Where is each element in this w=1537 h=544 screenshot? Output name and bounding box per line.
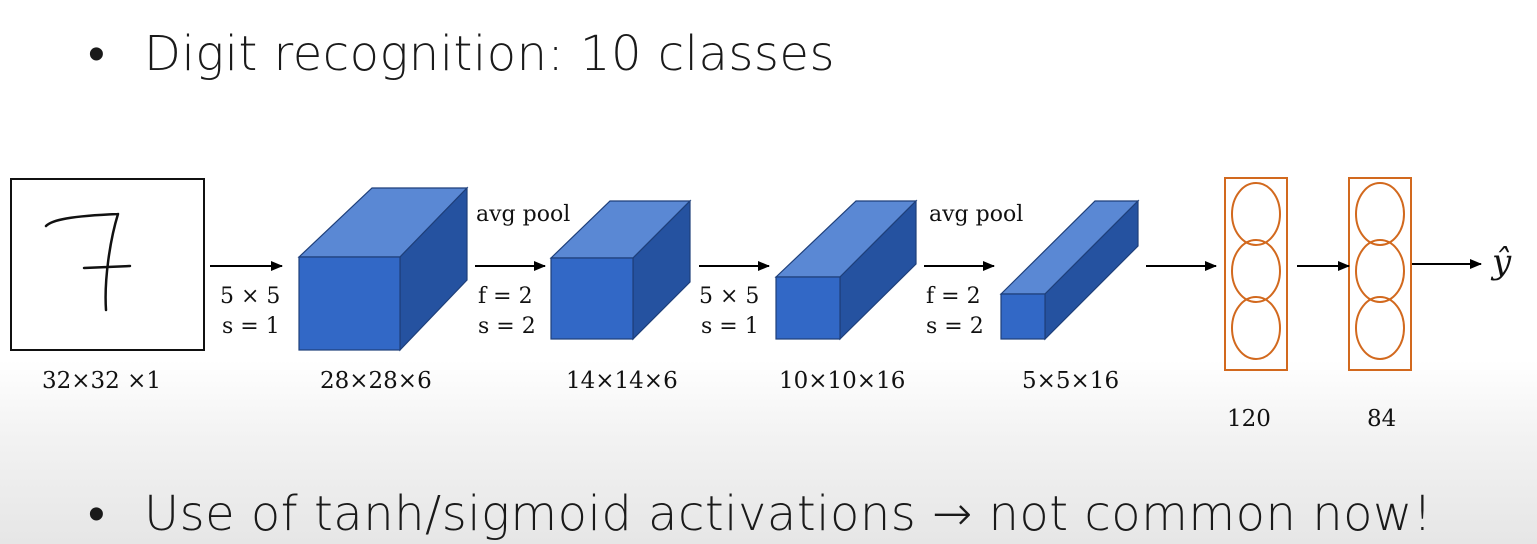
bullet-marker: • [88,26,106,82]
input-size-label: 32×32 ×1 [42,368,162,394]
input-image [10,178,205,351]
op-conv2-stride: s = 1 [701,314,759,339]
volume-5x5x16 [999,199,1140,341]
fc-label-84: 84 [1367,406,1397,432]
volume-10x10x16 [774,199,918,341]
op-pool2-filter: f = 2 [926,284,981,309]
bullet-marker: • [88,486,106,542]
output-y-hat: ŷ [1492,242,1512,282]
fc-layer-84 [1348,177,1412,371]
volume-label-5x5x16: 5×5×16 [1022,368,1120,394]
volume-28x28x6 [297,186,469,352]
op-pool2-stride: s = 2 [926,314,984,339]
bullet-text: Digit recognition: 10 classes [144,26,835,82]
op-conv1-stride: s = 1 [222,314,280,339]
op-conv2-filter: 5 × 5 [699,284,760,309]
fc-layer-120 [1224,177,1288,371]
op-pool1-stride: s = 2 [478,314,536,339]
volume-14x14x6 [549,199,692,341]
fc-label-120: 120 [1227,406,1271,432]
op-conv1-filter: 5 × 5 [220,284,281,309]
volume-label-10x10x16: 10×10×16 [779,368,906,394]
op-pool1-type: avg pool [476,202,571,227]
op-pool2-type: avg pool [929,202,1024,227]
bullet-digit-recognition: • Digit recognition: 10 classes [88,26,835,82]
bullet-text: Use of tanh/sigmoid activations → not co… [144,486,1433,542]
volume-label-14x14x6: 14×14×6 [566,368,678,394]
digit-seven-stroke [44,212,132,312]
op-pool1-filter: f = 2 [478,284,533,309]
bullet-activations-note: • Use of tanh/sigmoid activations → not c… [88,486,1432,542]
volume-label-28x28x6: 28×28×6 [320,368,432,394]
